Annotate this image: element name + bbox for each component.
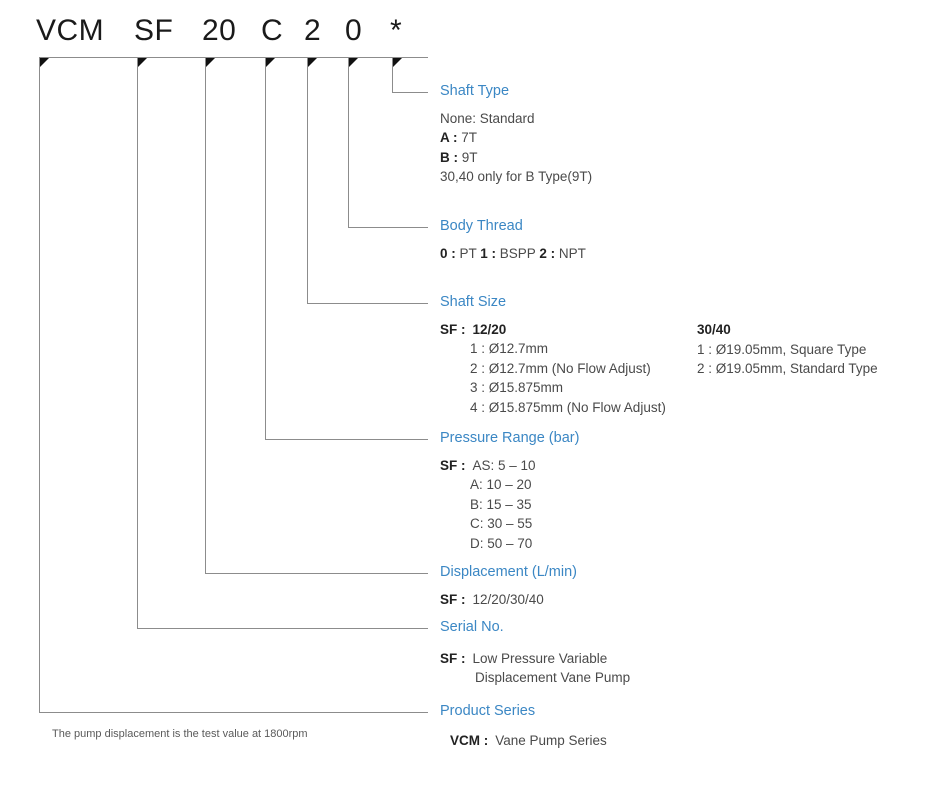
pressure-range-key: SF : xyxy=(440,457,466,473)
block-shaft-type: Shaft Type None: Standard A : 7T B : 9T … xyxy=(440,83,592,187)
block-body-shaft-size: SF : 12/20 1 : Ø12.7mm 2 : Ø12.7mm (No F… xyxy=(440,320,666,418)
list-item: SF : 12/20/30/40 xyxy=(440,590,577,610)
block-title-pressure-range: Pressure Range (bar) xyxy=(440,430,580,446)
leader-hline-shaft-size xyxy=(307,303,428,304)
leader-top-body-thread xyxy=(348,57,392,58)
serial-no-key: SF : xyxy=(440,650,466,666)
list-item: None: Standard xyxy=(440,110,535,126)
list-item: B: 15 – 35 xyxy=(470,496,532,512)
shaft-size-heading: 12/20 xyxy=(472,321,507,337)
leader-hline-product-series xyxy=(39,712,428,713)
leader-corner-product-series xyxy=(40,58,49,67)
leader-top-product-series xyxy=(39,57,137,58)
product-series-key: VCM : xyxy=(450,732,489,748)
block-shaft-size: Shaft Size SF : 12/20 1 : Ø12.7mm 2 : Ø1… xyxy=(440,294,666,418)
list-item: A: 10 – 20 xyxy=(470,477,532,493)
leader-vline-serial-no xyxy=(137,57,138,628)
block-title-shaft-type: Shaft Type xyxy=(440,83,510,99)
leader-top-serial-no xyxy=(137,57,205,58)
list-item: B : 9T xyxy=(440,149,478,165)
leader-hline-shaft-type xyxy=(392,92,428,93)
block-title-body-thread: Body Thread xyxy=(440,218,523,234)
list-item: 2 : Ø19.05mm, Standard Type xyxy=(697,361,878,376)
list-item: 0 : PT 1 : BSPP 2 : NPT xyxy=(440,245,586,261)
block-shaft-size-col2: 30/40 1 : Ø19.05mm, Square Type 2 : Ø19.… xyxy=(697,320,878,379)
list-item: A : 7T xyxy=(440,130,478,146)
code-segment-pressure-range: C xyxy=(261,14,284,47)
leader-hline-displacement xyxy=(205,573,428,574)
list-item: 1 : Ø12.7mm xyxy=(470,341,549,357)
shaft-size-col2-heading: 30/40 xyxy=(697,322,731,337)
list-item: 3 : Ø15.875mm xyxy=(470,380,564,396)
block-title-shaft-size: Shaft Size xyxy=(440,294,507,310)
block-pressure-range: Pressure Range (bar) SF : AS: 5 – 10 A: … xyxy=(440,430,580,554)
block-body-displacement: SF : 12/20/30/40 xyxy=(440,590,577,610)
list-item: SF : AS: 5 – 10 xyxy=(440,456,579,476)
list-item: 4 : Ø15.875mm (No Flow Adjust) xyxy=(470,399,666,415)
leader-top-shaft-size xyxy=(307,57,348,58)
list-item: 1 : Ø19.05mm, Square Type xyxy=(697,341,867,357)
block-title-serial-no: Serial No. xyxy=(440,619,504,635)
shaft-size-key: SF : xyxy=(440,321,466,337)
block-body-serial-no: SF : Low Pressure Variable Displacement … xyxy=(440,649,630,688)
leader-corner-shaft-type xyxy=(393,58,402,67)
list-item: 2 : Ø12.7mm (No Flow Adjust) xyxy=(470,360,651,376)
leader-vline-product-series xyxy=(39,57,40,712)
leader-vline-pressure-range xyxy=(265,57,266,439)
leader-corner-serial-no xyxy=(138,58,147,67)
leader-corner-displacement xyxy=(206,58,215,67)
leader-corner-pressure-range xyxy=(266,58,275,67)
leader-vline-displacement xyxy=(205,57,206,573)
code-segment-displacement: 20 xyxy=(202,14,237,47)
list-item: 30,40 only for B Type(9T) xyxy=(440,169,593,185)
block-body-product-series: VCM : Vane Pump Series xyxy=(440,731,607,751)
code-segment-product-series: VCM xyxy=(36,14,105,47)
block-title-displacement: Displacement (L/min) xyxy=(440,564,577,580)
block-title-product-series: Product Series xyxy=(440,703,536,719)
code-segment-shaft-type: * xyxy=(390,14,403,47)
leader-corner-shaft-size xyxy=(308,58,317,67)
block-body-shaft-type: None: Standard A : 7T B : 9T 30,40 only … xyxy=(440,109,592,187)
block-displacement: Displacement (L/min) SF : 12/20/30/40 xyxy=(440,564,577,610)
list-item: VCM : Vane Pump Series xyxy=(440,731,607,751)
leader-corner-body-thread xyxy=(349,58,358,67)
leader-vline-body-thread xyxy=(348,57,349,227)
leader-hline-pressure-range xyxy=(265,439,428,440)
list-item: D: 50 – 70 xyxy=(470,535,533,551)
displacement-key: SF : xyxy=(440,591,466,607)
leader-top-pressure-range xyxy=(265,57,307,58)
footnote: The pump displacement is the test value … xyxy=(52,728,308,740)
list-item: C: 30 – 55 xyxy=(470,516,533,532)
block-product-series: Product Series VCM : Vane Pump Series xyxy=(440,703,607,751)
list-item: Displacement Vane Pump xyxy=(475,670,631,686)
block-body-pressure-range: SF : AS: 5 – 10 A: 10 – 20 B: 15 – 35 C:… xyxy=(440,456,579,554)
block-body-thread: Body Thread 0 : PT 1 : BSPP 2 : NPT xyxy=(440,218,586,264)
code-segment-shaft-size: 2 xyxy=(304,14,322,47)
code-segment-serial-no: SF xyxy=(134,14,174,47)
leader-hline-serial-no xyxy=(137,628,428,629)
leader-vline-shaft-size xyxy=(307,57,308,303)
leader-hline-body-thread xyxy=(348,227,428,228)
block-serial-no: Serial No. SF : Low Pressure Variable Di… xyxy=(440,619,630,688)
list-item: SF : 12/20 xyxy=(440,320,666,340)
block-body-body-thread: 0 : PT 1 : BSPP 2 : NPT xyxy=(440,244,586,264)
leader-top-displacement xyxy=(205,57,265,58)
leader-top-shaft-type xyxy=(392,57,428,58)
leader-vline-shaft-type xyxy=(392,57,393,92)
list-item: SF : Low Pressure Variable xyxy=(440,649,630,669)
code-segment-body-thread: 0 xyxy=(345,14,363,47)
